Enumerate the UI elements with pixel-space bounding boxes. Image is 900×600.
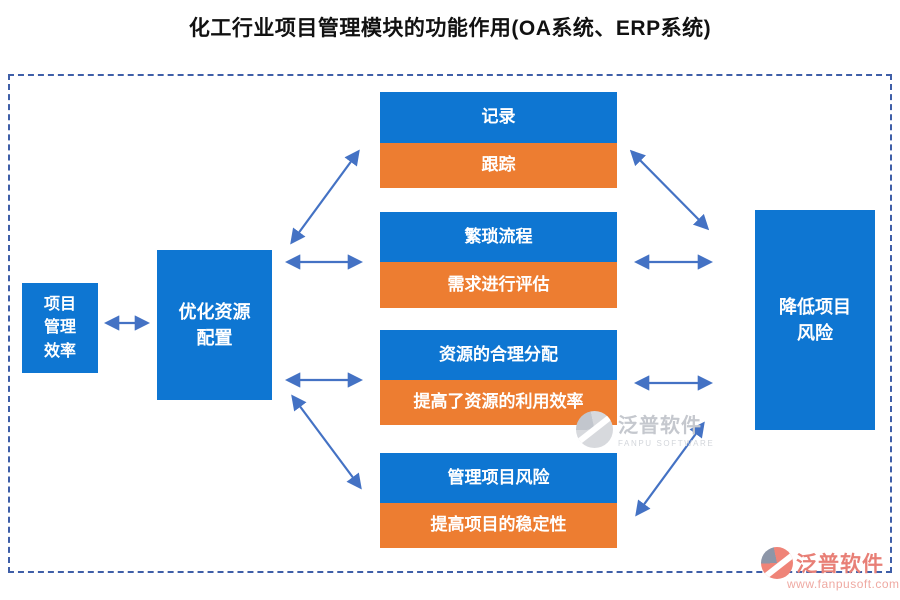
watermark-brand-subtitle: FANPU SOFTWARE [618, 439, 715, 448]
node-track: 跟踪 [380, 143, 617, 188]
watermark-corner: 泛普软件 www.fanpusoft.com [761, 547, 900, 591]
fanpu-logo-icon [761, 547, 793, 579]
watermark-center: 泛普软件 FANPU SOFTWARE [576, 411, 714, 448]
fanpu-logo-icon [576, 411, 613, 448]
node-improve-project-stability: 提高项目的稳定性 [380, 503, 617, 548]
node-improve-resource-utilization: 提高了资源的利用效率 [380, 380, 617, 425]
page-title: 化工行业项目管理模块的功能作用(OA系统、ERP系统) [188, 17, 712, 40]
node-demand-evaluation: 需求进行评估 [380, 262, 617, 308]
diagram-dashed-frame [8, 74, 892, 573]
node-reduce-project-risk: 降低项目 风险 [755, 210, 875, 430]
watermark-brand-name: 泛普软件 [796, 553, 884, 576]
node-project-management-efficiency: 项目 管理 效率 [22, 283, 98, 373]
watermark-url: www.fanpusoft.com [787, 577, 900, 591]
node-record: 记录 [380, 92, 617, 143]
node-complex-process: 繁琐流程 [380, 212, 617, 262]
node-optimize-resource-allocation: 优化资源 配置 [157, 250, 272, 400]
node-rational-resource-allocation: 资源的合理分配 [380, 330, 617, 380]
watermark-brand-name: 泛普软件 [618, 415, 702, 437]
node-manage-project-risk: 管理项目风险 [380, 453, 617, 503]
